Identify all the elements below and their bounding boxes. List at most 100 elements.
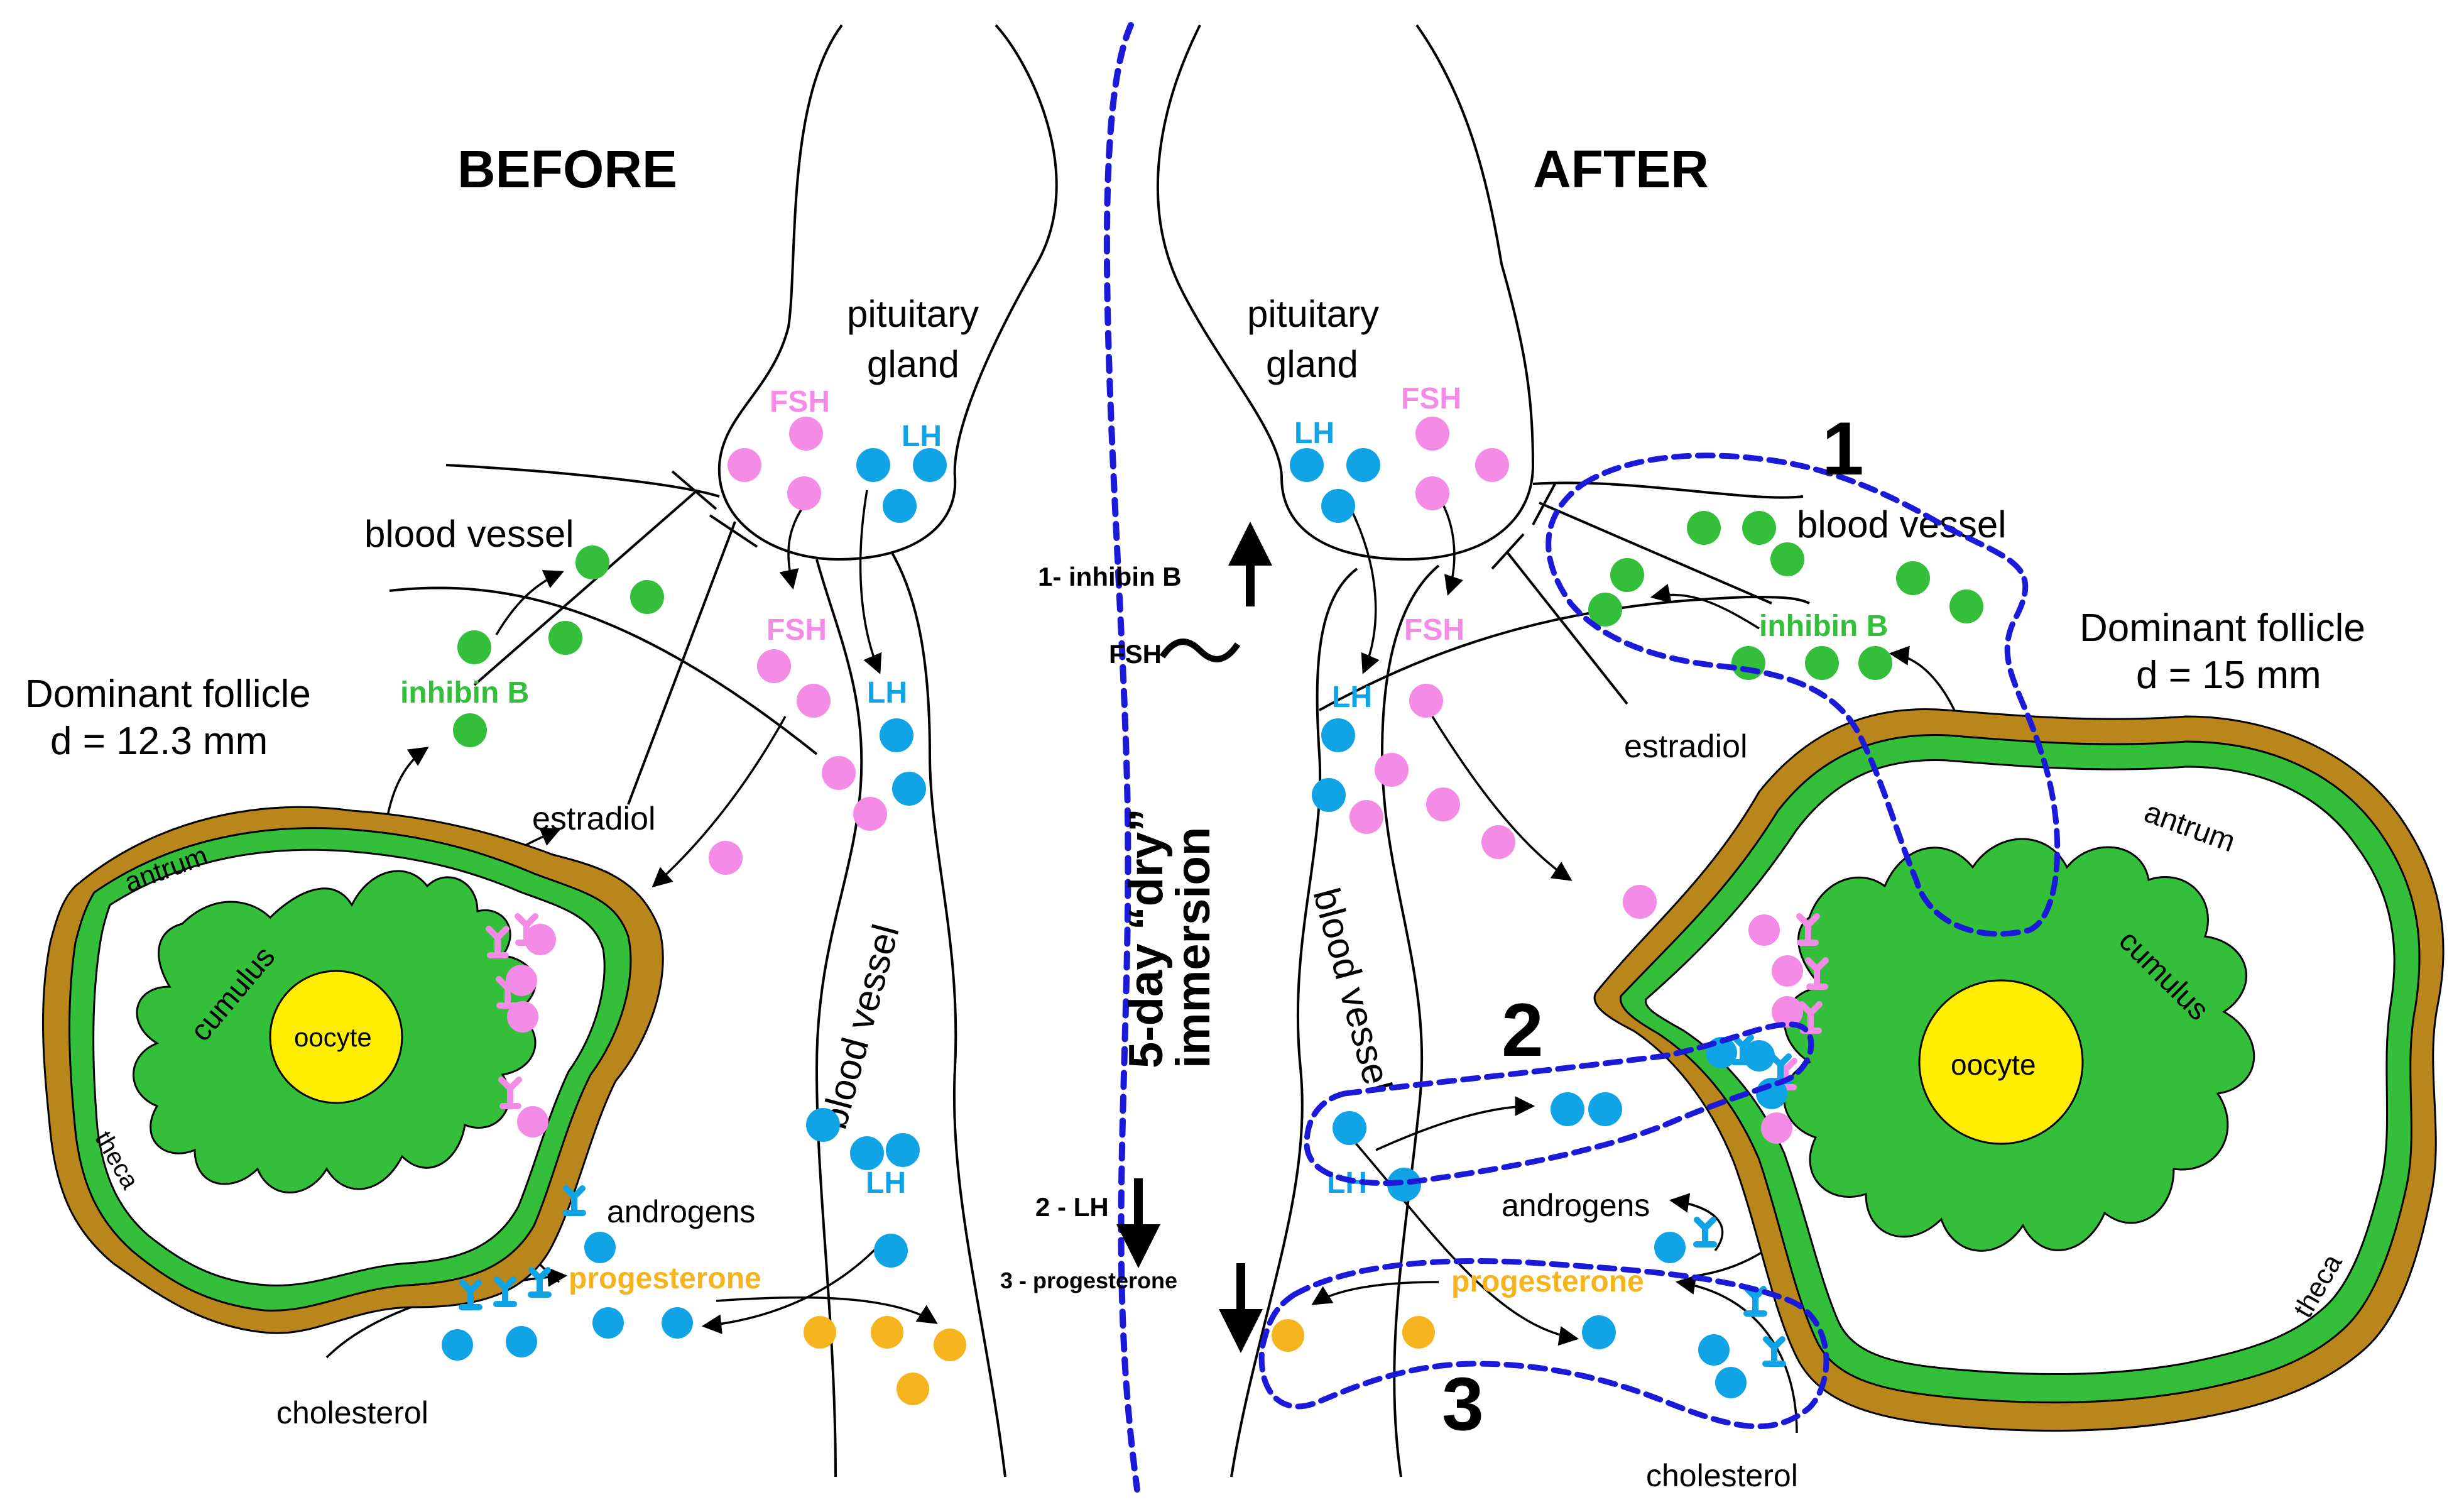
before-inhibin-feedback-line xyxy=(473,489,699,686)
after-androgens-label: androgens xyxy=(1502,1188,1650,1223)
before-follicle-label-1: Dominant follicle xyxy=(25,672,311,716)
after-estradiol-bar xyxy=(1491,533,1525,570)
after-inhibin-dot xyxy=(1588,593,1622,627)
before-fsh-dot xyxy=(797,684,831,718)
before-fsh-bound-dot xyxy=(506,965,537,996)
after-fsh-dot xyxy=(1415,476,1449,510)
after-oocyte xyxy=(1918,979,2084,1145)
after-title: AFTER xyxy=(1533,140,1709,199)
before-progesterone-dot xyxy=(934,1329,966,1361)
after-inhibin-dot xyxy=(1742,511,1776,545)
before-inhibin-dot xyxy=(630,580,664,614)
before-lh-dot xyxy=(886,1133,920,1167)
before-inhibin-dot xyxy=(575,545,609,579)
before-progesterone-dot xyxy=(871,1316,903,1349)
after-fsh-dot xyxy=(1409,684,1443,718)
after-pituitary-label-1: pituitary xyxy=(1247,293,1379,335)
before-fsh-dot xyxy=(822,756,856,790)
before-lh-bound-dot xyxy=(662,1307,693,1339)
after-lh-to-theca-arrow xyxy=(1349,1136,1579,1346)
before-lh-release-arrow xyxy=(859,490,882,674)
before-lh-dot xyxy=(850,1136,884,1170)
after-region-3-outline xyxy=(1258,1258,1829,1430)
before-blood-vessel-side-label: blood vessel xyxy=(812,920,907,1134)
before-lh-bound-dot xyxy=(442,1329,473,1361)
after-region-1-label: 1 xyxy=(1822,407,1864,491)
after-androgens-arrow xyxy=(1669,1193,1724,1252)
before-fsh-to-follicle-arrow xyxy=(651,716,787,888)
step2-label: 2 - LH xyxy=(1035,1192,1109,1222)
before-oocyte xyxy=(269,970,403,1104)
step3-label: 3 - progesterone xyxy=(1000,1268,1177,1293)
after-fsh-to-follicle-arrow xyxy=(1431,716,1573,881)
before-fsh-dot xyxy=(757,649,791,683)
before-pituitary-outline xyxy=(717,24,1058,561)
before-fsh-bound-dot xyxy=(507,1001,538,1033)
before-lh-top-label: LH xyxy=(902,420,942,453)
before-lh-dot xyxy=(806,1108,840,1142)
after-inhibin-dot xyxy=(1805,646,1839,680)
after-region-3-label: 3 xyxy=(1442,1362,1484,1446)
before-lh-dot xyxy=(880,718,913,752)
before-vessel-right-wall xyxy=(891,552,1006,1477)
after-follicle-label-2: d = 15 mm xyxy=(2136,654,2321,697)
before-lh-bound-dot xyxy=(506,1326,537,1357)
after-lh-bound-dot xyxy=(1743,1040,1775,1072)
after-lh-mid-label: LH xyxy=(1332,681,1372,714)
after-fsh-bound-dot xyxy=(1772,996,1803,1028)
before-estradiol-label: estradiol xyxy=(532,801,656,837)
before-progesterone-dot xyxy=(804,1316,836,1349)
before-blood-vessel-top-label: blood vessel xyxy=(364,513,574,555)
after-fsh-bound-dot xyxy=(1772,955,1803,987)
after-vessel-right-wall xyxy=(1380,564,1440,1477)
before-inhibin-dot xyxy=(453,713,487,747)
before-blood-vessel-top xyxy=(445,464,720,498)
after-lh-bound-dot xyxy=(1698,1334,1730,1366)
after-inhibin-dot xyxy=(1770,542,1804,576)
before-lh-dot xyxy=(883,489,917,523)
after-fsh-dot xyxy=(1375,753,1409,787)
before-fsh-release-arrow xyxy=(779,495,812,590)
after-blood-vessel-side-label: blood vessel xyxy=(1305,884,1400,1097)
after-inhibin-dot xyxy=(1896,561,1930,595)
after-inhibin-dot xyxy=(1858,646,1892,680)
center-legend: 1- inhibin B FSH 5-day “dry” immersion 2… xyxy=(1000,522,1272,1353)
before-inhibin-dot xyxy=(548,621,582,655)
after-region-2-outline xyxy=(1304,1021,1814,1186)
before-fsh-dot xyxy=(787,476,821,510)
after-lh-dot xyxy=(1387,1168,1421,1202)
fsh-unchanged-icon xyxy=(1159,639,1241,662)
after-fsh-dot xyxy=(1475,448,1509,482)
after-lh-top-label: LH xyxy=(1294,417,1334,450)
after-progesterone-out-arrow xyxy=(1311,1281,1439,1305)
before-fsh-dot xyxy=(853,797,887,831)
before-progesterone-out-arrow xyxy=(716,1296,938,1324)
after-progesterone-dot xyxy=(1272,1319,1304,1352)
after-lh-bound-dot xyxy=(1715,1367,1747,1398)
after-oocyte-label: oocyte xyxy=(1951,1048,2036,1081)
after-cholesterol-arrow xyxy=(1675,1275,1798,1433)
after-estradiol-label: estradiol xyxy=(1624,728,1748,765)
before-fsh-dot xyxy=(728,448,761,482)
after-fsh-dot xyxy=(1426,787,1460,821)
after-lh-dot xyxy=(1312,778,1346,812)
before-inhibin-dot xyxy=(457,630,491,664)
after-inhibin-dot xyxy=(1687,511,1721,545)
after-lh-dot xyxy=(1321,489,1355,523)
before-fsh-top-label: FSH xyxy=(770,385,830,419)
after-inhibin-dot xyxy=(1610,558,1644,592)
before-lh-bound-dot xyxy=(584,1232,616,1263)
before-lh-low-label: LH xyxy=(866,1166,906,1200)
before-lh-dot xyxy=(874,1234,908,1268)
before-cholesterol-label: cholesterol xyxy=(276,1395,428,1430)
after-progesterone-dot xyxy=(1402,1316,1435,1349)
before-fsh-bound-dot xyxy=(525,924,556,955)
step1-label: 1- inhibin B xyxy=(1038,562,1182,591)
before-lh-mid-label: LH xyxy=(867,676,907,710)
after-lh-dot xyxy=(1588,1092,1622,1126)
after-cholesterol-label: cholesterol xyxy=(1646,1458,1798,1493)
after-lh-dot xyxy=(1321,718,1355,752)
after-lh-dot xyxy=(1290,448,1324,482)
after-lh-to-antrum-arrow xyxy=(1375,1096,1535,1151)
